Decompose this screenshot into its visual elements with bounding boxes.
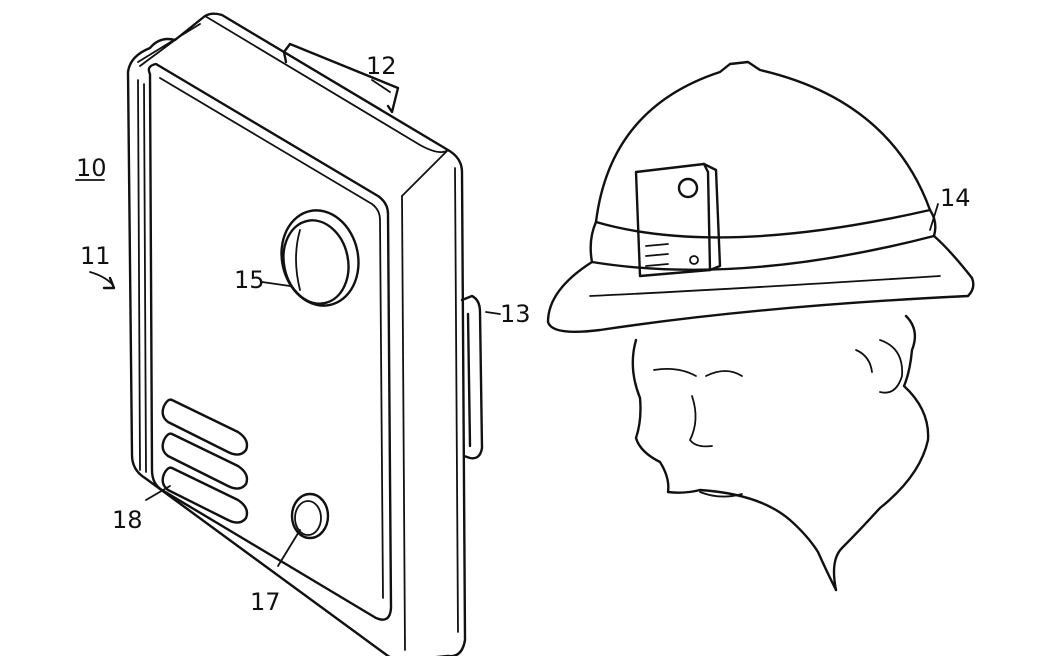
speaker-grille: [161, 398, 249, 524]
helmet-band: [590, 208, 936, 271]
arrow-11: [89, 271, 113, 285]
label-10: 10: [76, 154, 107, 182]
person-with-helmet: [546, 60, 975, 592]
device-left-edge: [137, 79, 147, 473]
label-15: 15: [234, 266, 265, 294]
device-side-edge: [401, 167, 459, 651]
lens: [280, 209, 360, 307]
label-12: 12: [366, 52, 397, 80]
device-front-panel-inner: [159, 77, 384, 599]
device-top-face: [137, 15, 449, 197]
helmet-brim: [546, 234, 975, 333]
helmet-mounted-camera: [634, 162, 722, 278]
label-17: 17: [250, 588, 281, 616]
ear: [879, 339, 903, 394]
device-body-outline: [126, 12, 467, 656]
top-clip: [282, 42, 400, 114]
label-14: 14: [940, 184, 971, 212]
head-profile: [631, 338, 838, 592]
device-front-panel: [147, 62, 393, 621]
label-11: 11: [80, 242, 111, 270]
helmet-dome: [594, 60, 932, 224]
label-13: 13: [500, 300, 531, 328]
reference-numerals: 10 11 12 13 14 15 17 18: [76, 52, 971, 616]
button: [290, 492, 330, 540]
side-clip: [460, 294, 484, 460]
camera-device: [126, 12, 484, 656]
label-18: 18: [112, 506, 143, 534]
